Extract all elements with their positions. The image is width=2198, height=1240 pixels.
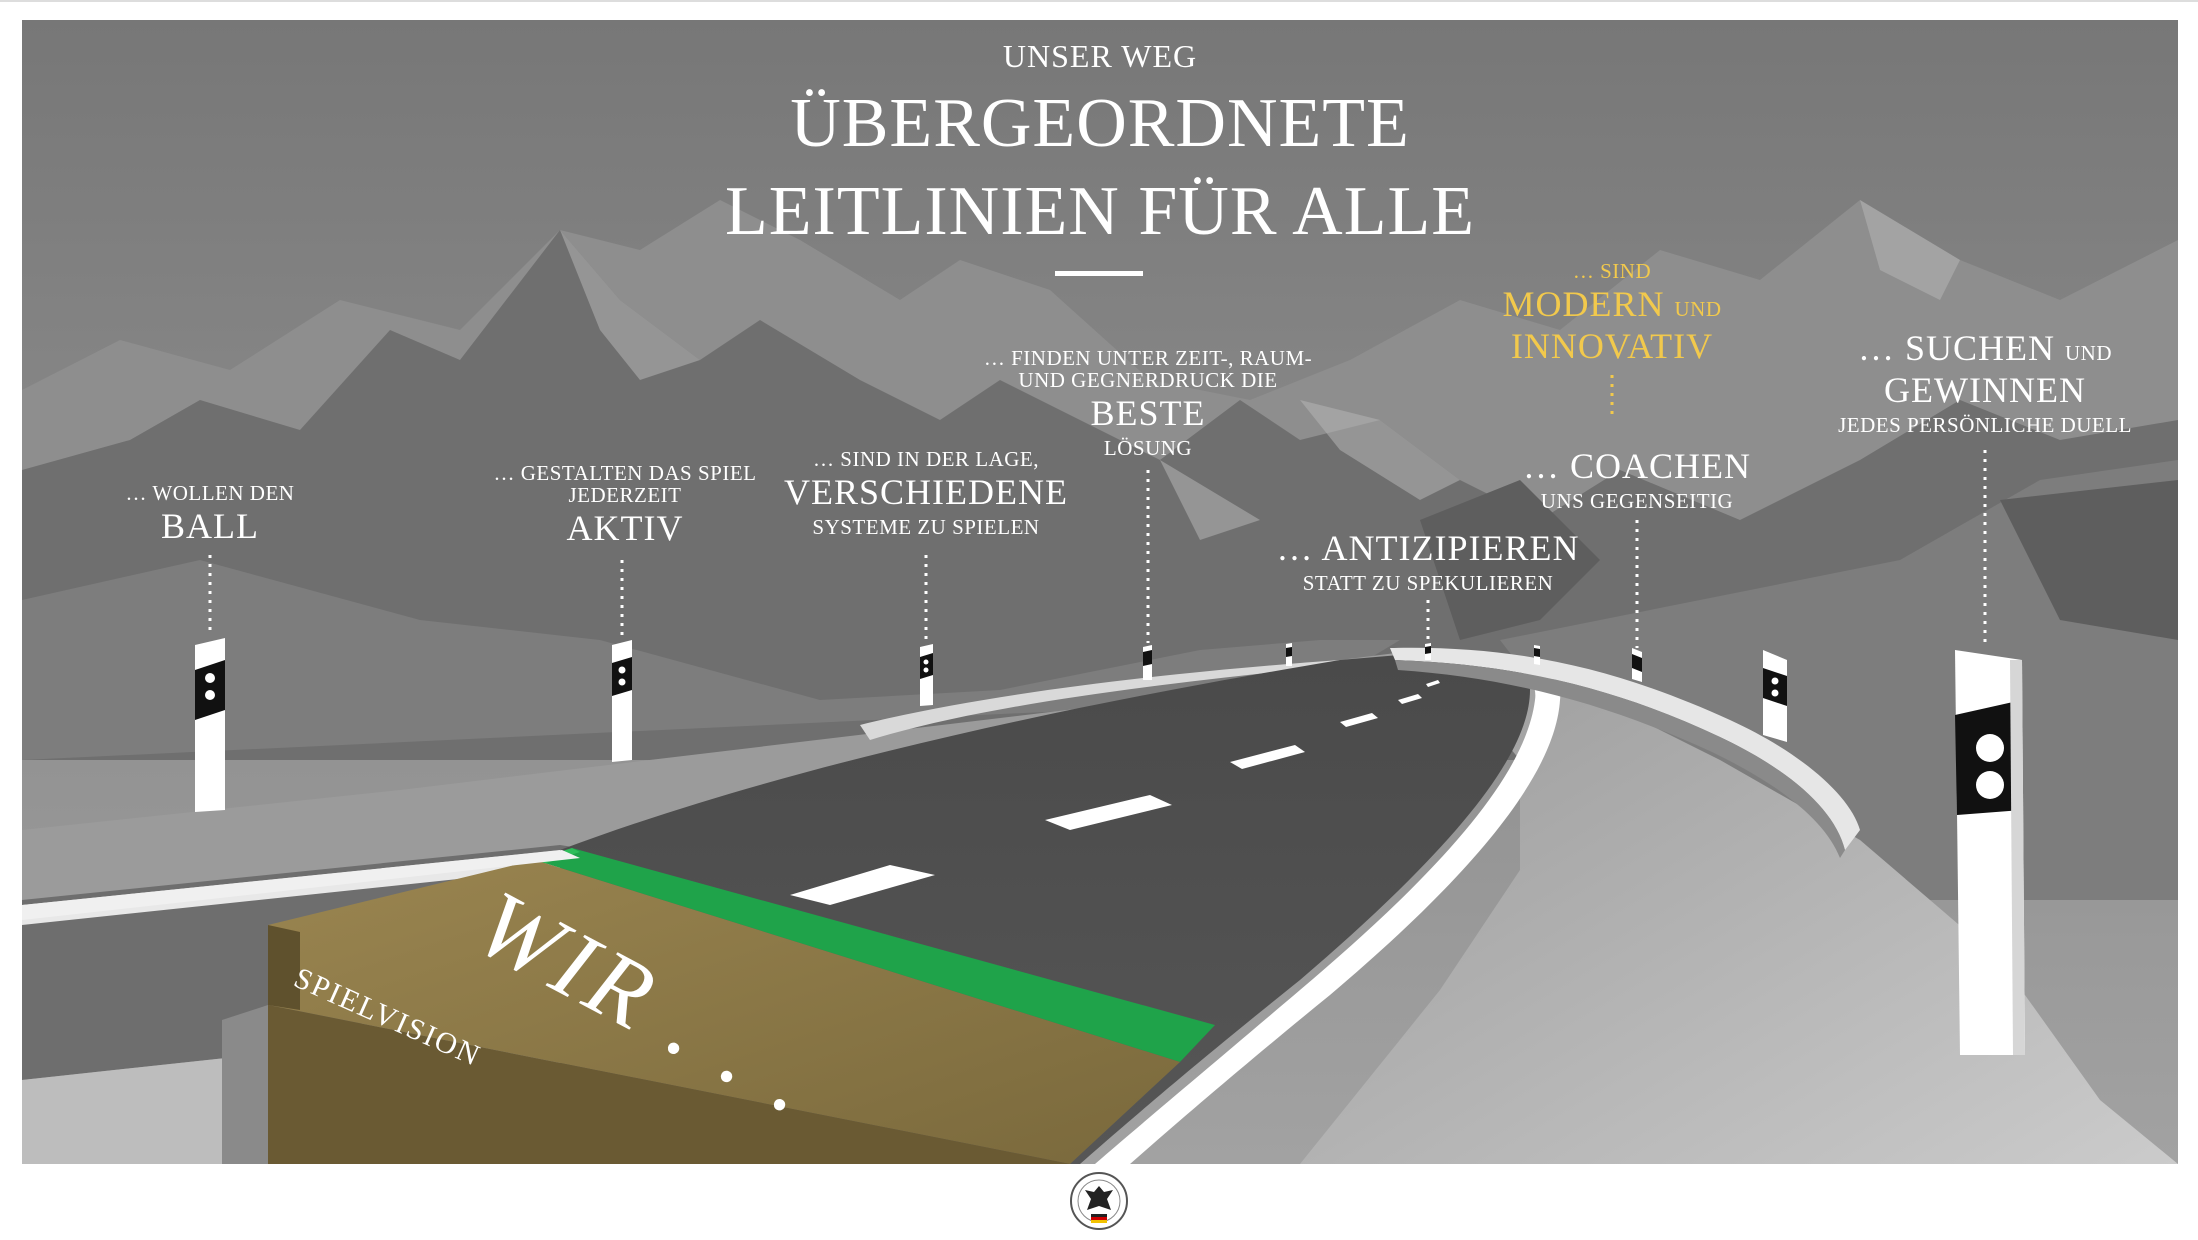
post-1: [195, 638, 225, 812]
mountains-shadow: [1420, 480, 2178, 640]
near-left-rail: [22, 850, 580, 920]
base-block-front: [268, 925, 300, 1010]
base-block-top: [268, 860, 1180, 1164]
leader-lines: [208, 450, 1987, 648]
road-center-dashes: [790, 680, 1440, 905]
post-10: [1955, 650, 2025, 1055]
post-2: [612, 640, 632, 762]
base-step: [222, 1005, 268, 1164]
post-3: [920, 644, 933, 706]
post-7: [1534, 645, 1540, 665]
mountains-light: [560, 200, 1960, 540]
base-block-side: [268, 1005, 1070, 1164]
post-8: [1632, 648, 1642, 682]
post-9: [1763, 650, 1787, 742]
right-guardrail-shadow: [1395, 660, 1845, 858]
top-border: [0, 0, 2198, 2]
post-5: [1286, 643, 1292, 666]
dfb-eagle-logo-icon: [1070, 1172, 1128, 1230]
turf-strip: [535, 848, 1215, 1062]
right-guardrail: [1390, 647, 1860, 850]
post-4: [1143, 645, 1152, 680]
right-ground: [1300, 650, 2178, 1164]
post-6: [1425, 643, 1431, 660]
